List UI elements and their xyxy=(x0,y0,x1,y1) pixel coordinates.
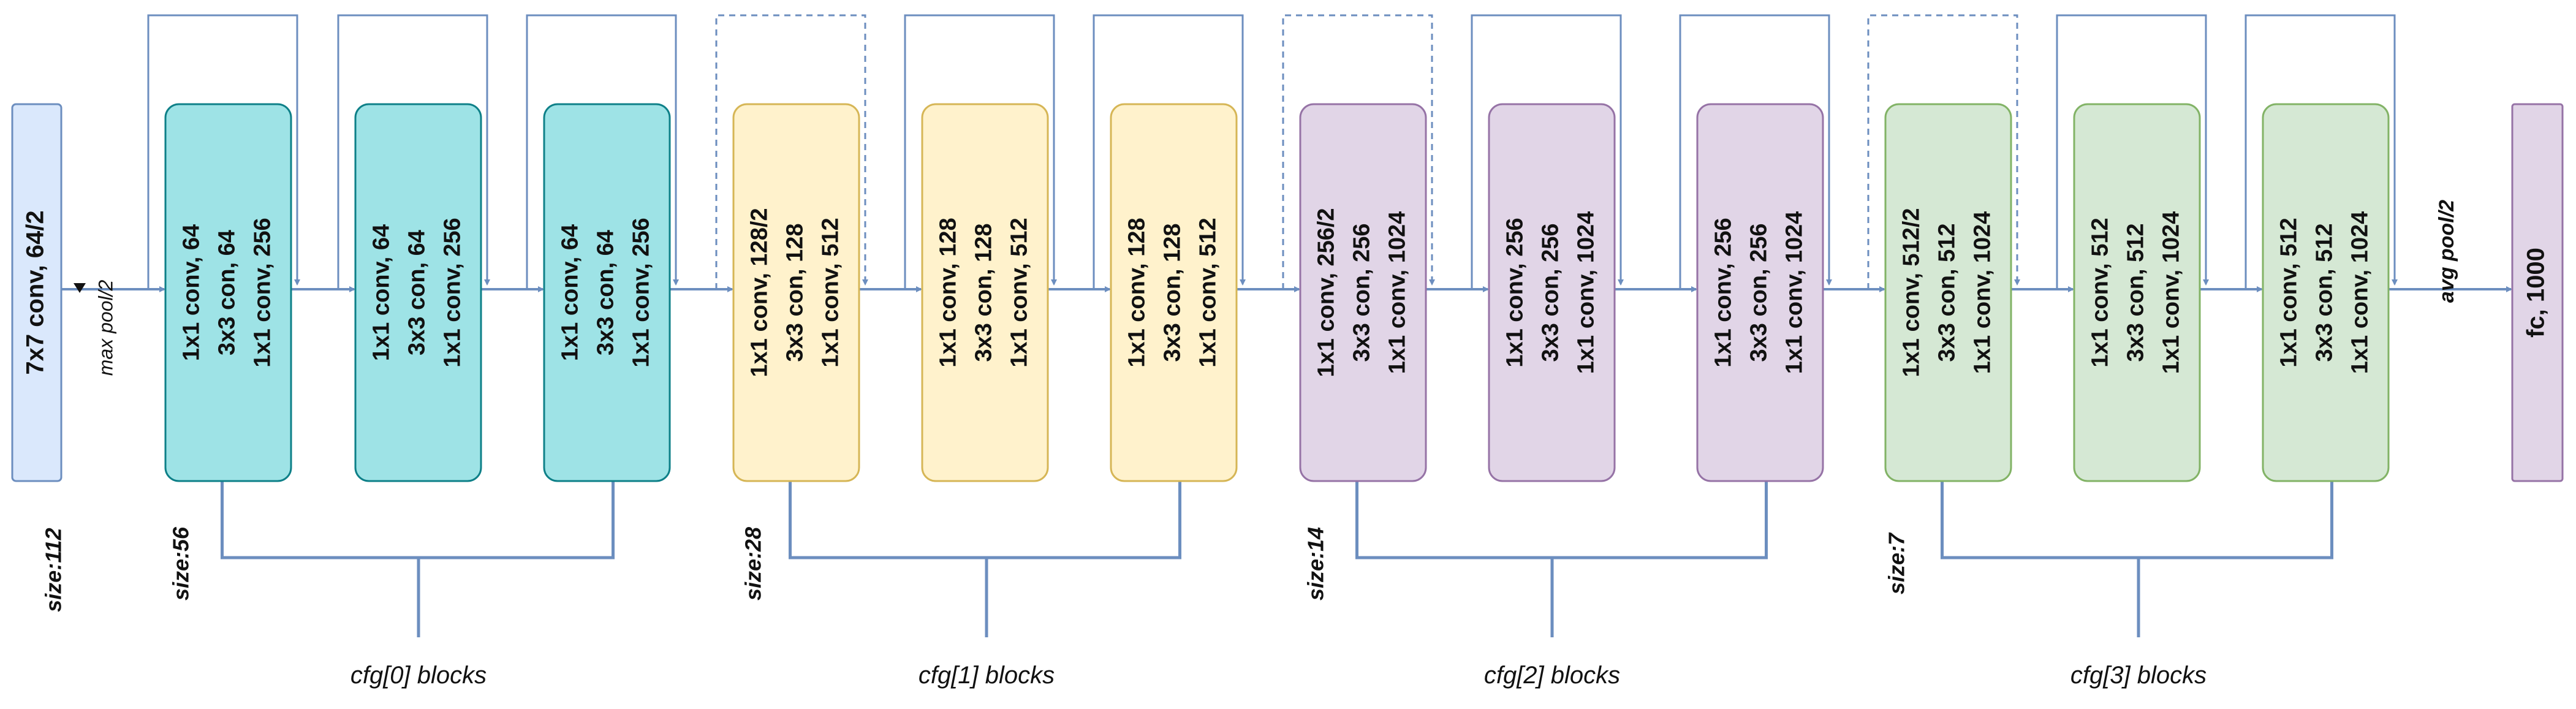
stage0-block0-layer2: 1x1 conv, 256 xyxy=(250,218,276,367)
stage1-block2-layer0: 1x1 conv, 128 xyxy=(1124,218,1150,367)
stage3-group-label: cfg[3] blocks xyxy=(2070,662,2207,689)
stage0-block2-layer2: 1x1 conv, 256 xyxy=(629,218,654,367)
stage3-block1-layer2: 1x1 conv, 1024 xyxy=(2159,211,2184,374)
stage3-block2-skip-connection xyxy=(2245,14,2398,289)
stage2-block0-layer1: 3x3 con, 256 xyxy=(1349,223,1375,362)
fc-block xyxy=(2511,103,2564,482)
stage2-block1-layer1: 3x3 con, 256 xyxy=(1538,223,1564,362)
stage0-block1-skip-connection xyxy=(337,14,490,289)
stage0-block1 xyxy=(354,103,482,482)
stage3-block0 xyxy=(1884,103,2012,482)
stage2-block1 xyxy=(1488,103,1616,482)
stage1-block2 xyxy=(1110,103,1238,482)
stage2-block1-layer2: 1x1 conv, 1024 xyxy=(1574,211,1599,374)
stage3-block1-skip-connection xyxy=(2056,14,2209,289)
stage2-size-label: size:14 xyxy=(1303,527,1328,601)
stage0-block0-layer0: 1x1 conv, 64 xyxy=(179,224,205,361)
stage1-size-label: size:28 xyxy=(741,527,766,601)
stage1-block0-layer2: 1x1 conv, 512 xyxy=(818,218,844,367)
stage1-block2-skip-connection xyxy=(1093,14,1246,289)
max-pool-marker xyxy=(74,283,86,293)
stage3-block1-layer0: 1x1 conv, 512 xyxy=(2088,218,2113,367)
stage2-block1-layer0: 1x1 conv, 256 xyxy=(1502,218,1528,367)
stage1-block0-skip-connection xyxy=(715,14,868,289)
stage2-block2-skip-connection xyxy=(1679,14,1832,289)
stage2-block1-skip-connection xyxy=(1471,14,1624,289)
stage0-block2-layer0: 1x1 conv, 64 xyxy=(558,224,583,361)
stage3-block1-layer1: 3x3 con, 512 xyxy=(2123,223,2149,362)
stage2-block0 xyxy=(1299,103,1427,482)
stage3-block2-layer0: 1x1 conv, 512 xyxy=(2276,218,2302,367)
stage1-block0 xyxy=(732,103,860,482)
stage1-block1-layer0: 1x1 conv, 128 xyxy=(936,218,961,367)
stage1-block2-layer1: 3x3 con, 128 xyxy=(1160,223,1186,362)
max-pool-label: max pool/2 xyxy=(94,280,116,376)
stage1-block0-layer0: 1x1 conv, 128/2 xyxy=(747,208,773,377)
stage0-group-label: cfg[0] blocks xyxy=(350,662,487,689)
stage2-block2-layer1: 3x3 con, 256 xyxy=(1746,223,1772,362)
stage3-block1 xyxy=(2073,103,2201,482)
stage2-group-bracket xyxy=(1355,481,1768,559)
avg-pool-label: avg pool/2 xyxy=(2435,200,2458,303)
stage2-block2-layer2: 1x1 conv, 1024 xyxy=(1782,211,1808,374)
stage1-block2-layer2: 1x1 conv, 512 xyxy=(1195,218,1221,367)
stage0-block0-layer1: 3x3 con, 64 xyxy=(214,230,240,355)
stage0-block2-skip-connection xyxy=(526,14,679,289)
stage3-block0-skip-connection xyxy=(1867,14,2020,289)
stage2-block0-skip-connection xyxy=(1282,14,1435,289)
stage0-block0 xyxy=(164,103,292,482)
stage0-block2-layer1: 3x3 con, 64 xyxy=(593,230,619,355)
stage3-group-bracket xyxy=(1941,481,2333,559)
stage1-block1 xyxy=(921,103,1049,482)
stage0-block1-layer2: 1x1 conv, 256 xyxy=(440,218,466,367)
stage0-block0-skip-connection xyxy=(147,14,300,289)
stage1-block1-layer1: 3x3 con, 128 xyxy=(971,223,997,362)
input-size-label: size:112 xyxy=(41,528,66,612)
stage1-group-label: cfg[1] blocks xyxy=(919,662,1055,689)
stage3-block0-layer2: 1x1 conv, 1024 xyxy=(1970,211,1996,374)
stage3-size-label: size:7 xyxy=(1884,532,1909,594)
stage2-block2 xyxy=(1696,103,1824,482)
stage2-block2-layer0: 1x1 conv, 256 xyxy=(1711,218,1737,367)
input-conv-label: 7x7 conv, 64/2 xyxy=(22,210,49,374)
fc-label: fc, 1000 xyxy=(2523,248,2550,338)
stage2-block0-layer0: 1x1 conv, 256/2 xyxy=(1314,208,1339,377)
stage3-block0-layer1: 3x3 con, 512 xyxy=(1934,223,1960,362)
stage2-group-label: cfg[2] blocks xyxy=(1484,662,1620,689)
input-conv-block xyxy=(11,103,63,482)
stage2-block0-layer2: 1x1 conv, 1024 xyxy=(1385,211,1411,374)
stage0-group-bracket xyxy=(221,481,615,559)
stage3-block0-layer0: 1x1 conv, 512/2 xyxy=(1899,208,1925,377)
stage0-block2 xyxy=(543,103,671,482)
stage3-block2-layer1: 3x3 con, 512 xyxy=(2312,223,2338,362)
stage3-block2-layer2: 1x1 conv, 1024 xyxy=(2347,211,2373,374)
stage1-block1-layer2: 1x1 conv, 512 xyxy=(1007,218,1032,367)
stage0-block1-layer1: 3x3 con, 64 xyxy=(404,230,430,355)
stage3-block2 xyxy=(2262,103,2390,482)
stage0-size-label: size:56 xyxy=(169,526,194,601)
stage1-block1-skip-connection xyxy=(904,14,1057,289)
stage0-block1-layer0: 1x1 conv, 64 xyxy=(369,224,395,361)
stage1-group-bracket xyxy=(789,481,1181,559)
stage1-block0-layer1: 3x3 con, 128 xyxy=(782,223,808,362)
